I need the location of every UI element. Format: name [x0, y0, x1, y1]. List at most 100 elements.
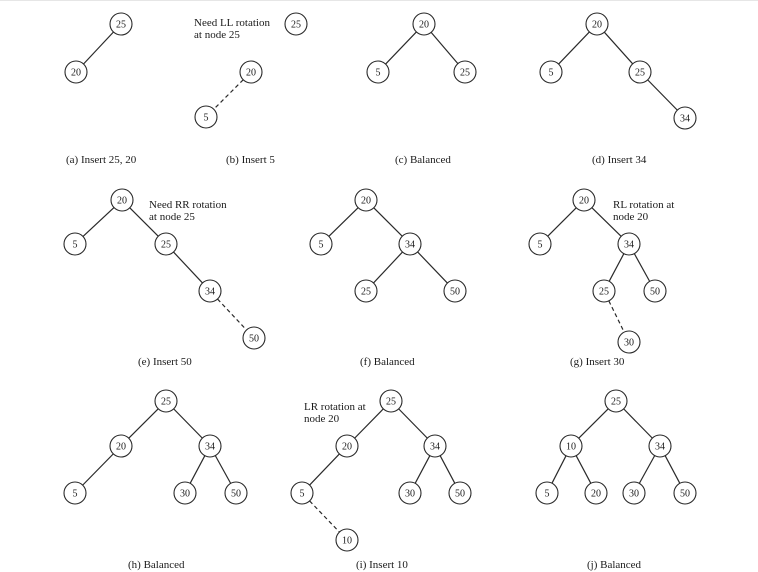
node-circle — [290, 481, 314, 505]
tree-node-50: 50 — [643, 279, 667, 303]
node-circle — [194, 105, 218, 129]
edge-34-50 — [417, 251, 448, 284]
edge-20-5 — [328, 207, 359, 237]
panel-caption: (j) Balanced — [587, 559, 642, 571]
tree-node-25: 25 — [154, 232, 178, 256]
node-label: 20 — [116, 442, 126, 453]
tree-node-5: 5 — [366, 60, 390, 84]
node-label: 50 — [450, 287, 460, 298]
edge-34-50 — [439, 455, 456, 484]
tree-node-25: 25 — [628, 60, 652, 84]
rotation-note: at node 25 — [149, 211, 195, 223]
edge-20-5 — [82, 453, 114, 486]
node-label: 5 — [538, 240, 543, 251]
node-label: 20 — [246, 68, 256, 79]
node-label: 25 — [361, 287, 371, 298]
edge-20-25 — [129, 207, 159, 237]
node-circle — [673, 106, 697, 130]
node-circle — [379, 389, 403, 413]
node-circle — [528, 232, 552, 256]
node-label: 25 — [291, 20, 301, 31]
node-circle — [539, 60, 563, 84]
node-circle — [110, 188, 134, 212]
tree-node-20: 20 — [354, 188, 378, 212]
rotation-note: RL rotation at — [613, 199, 674, 211]
tree-node-20: 20 — [584, 481, 608, 505]
rotation-note: at node 25 — [194, 29, 240, 41]
edge-25-20 — [128, 408, 159, 439]
node-circle — [412, 12, 436, 36]
edge-20-5 — [309, 453, 340, 486]
node-label: 10 — [566, 442, 576, 453]
node-label: 25 — [386, 397, 396, 408]
tree-node-30: 30 — [398, 481, 422, 505]
panel-caption: (c) Balanced — [395, 154, 451, 166]
node-circle — [453, 60, 477, 84]
edge-25-34 — [173, 251, 203, 284]
tree-node-50: 50 — [673, 481, 697, 505]
tree-node-5: 5 — [63, 232, 87, 256]
node-circle — [63, 481, 87, 505]
node-label: 20 — [342, 442, 352, 453]
node-label: 34 — [405, 240, 415, 251]
node-label: 25 — [161, 397, 171, 408]
edge-20-5 — [547, 207, 577, 237]
edge-10-20 — [575, 455, 592, 484]
edge-34-50 — [633, 253, 651, 282]
tree-node-34: 34 — [673, 106, 697, 130]
node-circle — [585, 12, 609, 36]
tree-node-25: 25 — [154, 389, 178, 413]
node-circle — [173, 481, 197, 505]
node-circle — [622, 481, 646, 505]
node-circle — [109, 12, 133, 36]
node-circle — [628, 60, 652, 84]
node-label: 50 — [231, 489, 241, 500]
tree-node-5: 5 — [290, 481, 314, 505]
node-circle — [443, 279, 467, 303]
edge-25-10 — [578, 408, 609, 439]
node-label: 5 — [549, 68, 554, 79]
node-circle — [242, 326, 266, 350]
node-circle — [154, 389, 178, 413]
tree-node-25: 25 — [604, 389, 628, 413]
tree-node-20: 20 — [412, 12, 436, 36]
node-circle — [617, 330, 641, 354]
tree-node-34: 34 — [617, 232, 641, 256]
edge-20-25 — [603, 31, 634, 65]
panel-caption: (a) Insert 25, 20 — [66, 154, 137, 166]
node-circle — [643, 279, 667, 303]
node-circle — [423, 434, 447, 458]
node-circle — [154, 232, 178, 256]
node-label: 20 — [361, 196, 371, 207]
node-circle — [284, 12, 308, 36]
rotation-note: Need LL rotation — [194, 17, 270, 29]
edge-25-34 — [173, 408, 203, 439]
node-label: 5 — [73, 489, 78, 500]
rotation-note: LR rotation at — [304, 401, 366, 413]
node-label: 50 — [249, 334, 259, 345]
node-label: 5 — [319, 240, 324, 251]
node-label: 25 — [611, 397, 621, 408]
node-label: 34 — [655, 442, 665, 453]
node-circle — [198, 434, 222, 458]
tree-node-34: 34 — [648, 434, 672, 458]
node-label: 20 — [592, 20, 602, 31]
edge-20-25 — [430, 31, 459, 65]
node-circle — [398, 232, 422, 256]
node-circle — [239, 60, 263, 84]
node-circle — [354, 279, 378, 303]
node-circle — [335, 434, 359, 458]
tree-node-10: 10 — [335, 528, 359, 552]
edge-34-30 — [414, 455, 431, 484]
panel-caption: (g) Insert 30 — [570, 356, 625, 368]
node-label: 5 — [545, 489, 550, 500]
tree-node-25: 25 — [379, 389, 403, 413]
node-circle — [673, 481, 697, 505]
edge-25-20 — [354, 408, 384, 439]
node-label: 50 — [455, 489, 465, 500]
